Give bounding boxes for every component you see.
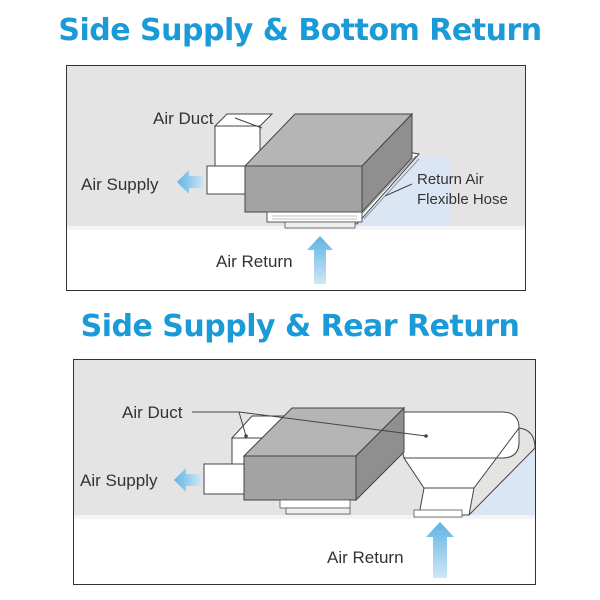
air-return-arrow [307, 236, 333, 284]
label-air-supply: Air Supply [80, 471, 158, 490]
diagram-title-bottom-return: Side Supply & Bottom Return [58, 13, 542, 48]
label-air-return: Air Return [216, 252, 293, 271]
label-air-duct: Air Duct [122, 403, 183, 422]
air-supply-arrow [174, 468, 201, 492]
air-duct-leader-a [238, 411, 247, 437]
label-flexible-hose: Flexible Hose [417, 191, 508, 208]
label-return-air: Return Air [417, 171, 484, 188]
return-vent [413, 509, 463, 518]
return-grille [266, 211, 363, 229]
rear-return-duct [393, 411, 535, 516]
air-return-arrow [426, 522, 454, 578]
air-supply-arrow [177, 170, 204, 194]
leader-dot-a [244, 434, 248, 438]
label-air-return: Air Return [327, 548, 404, 567]
label-air-supply: Air Supply [81, 175, 159, 194]
leader-dot-b [424, 434, 428, 438]
return-hose-leader [384, 183, 413, 197]
diagram-side-supply-rear-return: Air Duct Air Supply Air Return [73, 359, 536, 585]
diagram-title-rear-return: Side Supply & Rear Return [80, 309, 520, 344]
label-air-duct: Air Duct [153, 109, 214, 128]
air-duct-leader [234, 117, 263, 129]
air-duct-leader-b [238, 411, 427, 437]
bottom-grille [279, 499, 351, 515]
diagram-side-supply-bottom-return: Air Duct Air Supply Return Air Flexible … [66, 65, 526, 291]
indoor-unit [243, 112, 414, 214]
return-hose-shape [352, 158, 449, 226]
ceiling-board [74, 515, 535, 519]
indoor-unit [242, 406, 406, 502]
